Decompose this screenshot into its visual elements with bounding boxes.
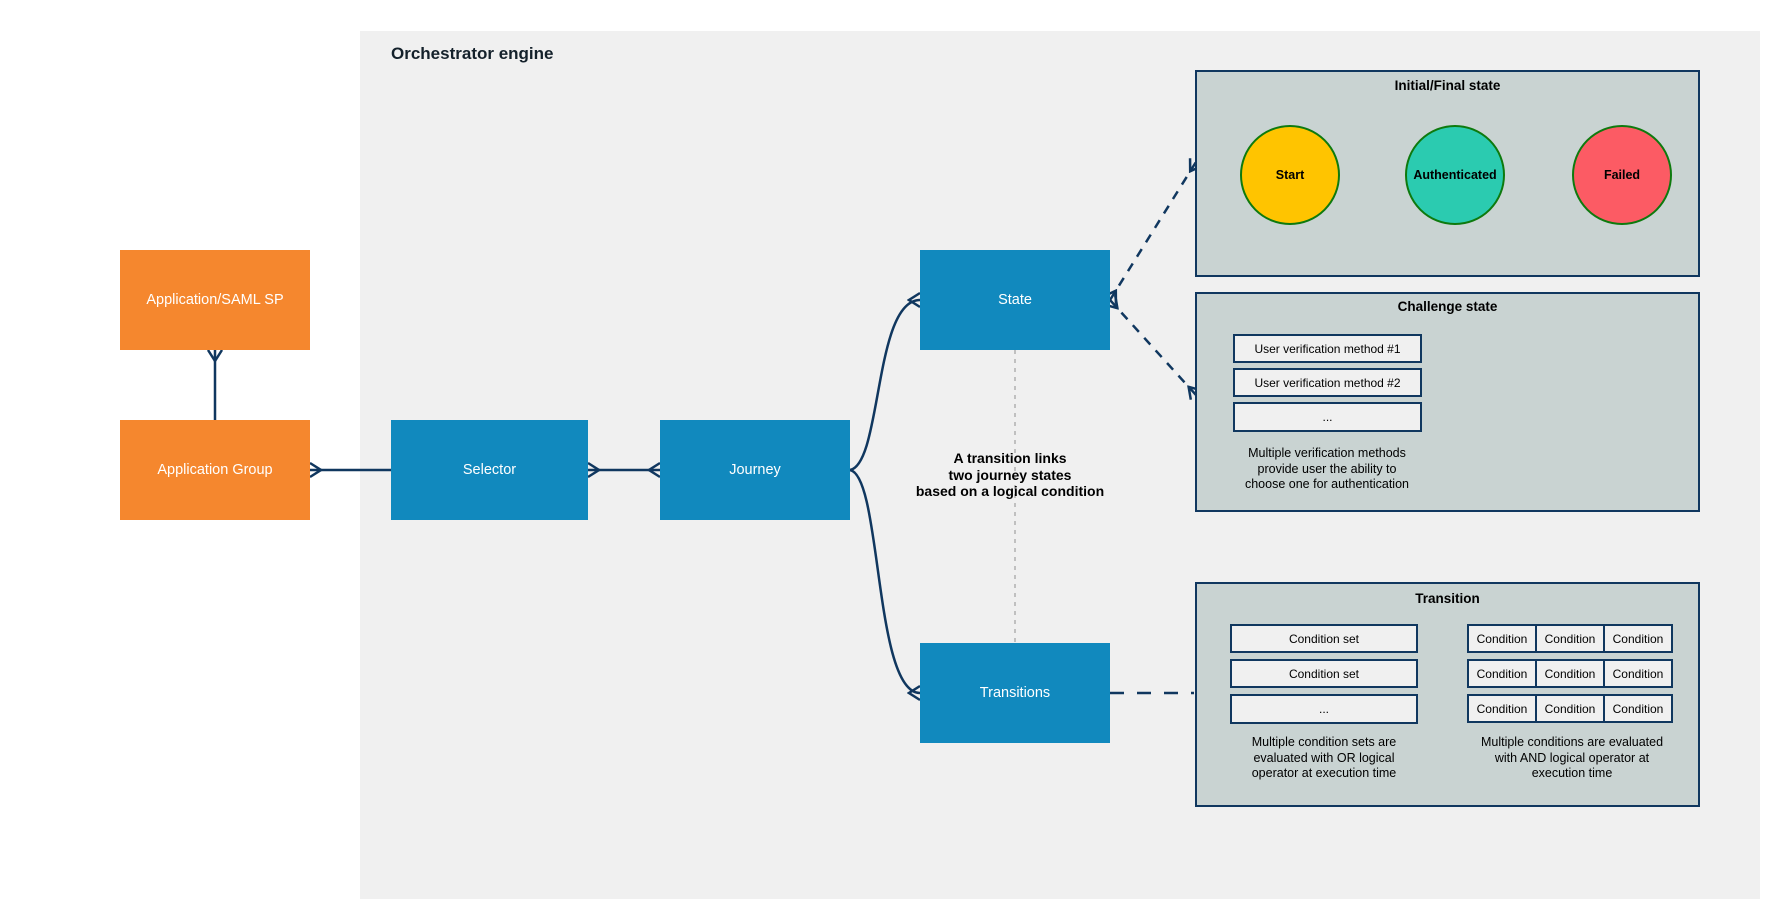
condition-cell: Condition [1535, 624, 1605, 653]
transition-panel-title: Transition [1415, 591, 1480, 606]
and-caption-line: execution time [1531, 766, 1613, 780]
or-caption-line: evaluated with OR logical [1253, 750, 1395, 765]
connector-journey-to-transitions [849, 468, 920, 693]
start-state-circle: Start [1240, 125, 1340, 225]
annotation-line: based on a logical condition [915, 483, 1105, 499]
condition-grid-row: Condition Condition Condition [1467, 624, 1673, 653]
failed-state-circle: Failed [1572, 125, 1672, 225]
annotation-line: A transition links [953, 450, 1067, 466]
and-caption: Multiple conditions are evaluated with A… [1457, 735, 1687, 782]
condition-cell: Condition [1467, 659, 1537, 688]
challenge-state-title: Challenge state [1397, 299, 1498, 314]
condition-cell: Condition [1467, 624, 1537, 653]
journey-node: Journey [660, 420, 850, 520]
or-caption: Multiple condition sets are evaluated wi… [1219, 735, 1429, 782]
connector-journey-to-state [849, 300, 920, 472]
app-saml-sp-node: Application/SAML SP [120, 250, 310, 350]
initial-final-state-title: Initial/Final state [1394, 78, 1501, 93]
condition-cell: Condition [1603, 624, 1673, 653]
condition-cell: Condition [1603, 694, 1673, 723]
challenge-caption-line: choose one for authentication [1244, 477, 1409, 491]
condition-cell: Condition [1467, 694, 1537, 723]
page-title: Orchestrator engine [391, 44, 554, 63]
state-node: State [920, 250, 1110, 350]
condition-set-more-box: ... [1230, 694, 1418, 724]
transitions-node: Transitions [920, 643, 1110, 743]
challenge-caption-line: provide user the ability to [1257, 461, 1397, 476]
or-caption-line: Multiple condition sets are [1251, 735, 1397, 749]
annotation-line: two journey states [948, 466, 1072, 483]
authenticated-state-circle: Authenticated [1405, 125, 1505, 225]
condition-grid-row: Condition Condition Condition [1467, 694, 1673, 723]
connector-state-to-initial-final-panel [1110, 162, 1196, 300]
verification-method-more-box: ... [1233, 402, 1422, 432]
and-caption-line: with AND logical operator at [1494, 750, 1650, 765]
condition-cell: Condition [1603, 659, 1673, 688]
condition-set-box: Condition set [1230, 624, 1418, 653]
condition-cell: Condition [1535, 659, 1605, 688]
selector-node: Selector [391, 420, 588, 520]
challenge-caption: Multiple verification methods provide us… [1222, 446, 1432, 493]
or-caption-line: operator at execution time [1251, 766, 1397, 780]
connector-state-to-challenge-panel [1110, 300, 1196, 395]
condition-set-box: Condition set [1230, 659, 1418, 688]
condition-cell: Condition [1535, 694, 1605, 723]
verification-method-1-box: User verification method #1 [1233, 334, 1422, 363]
transition-annotation: A transition links two journey states ba… [875, 450, 1145, 500]
challenge-caption-line: Multiple verification methods [1248, 446, 1406, 460]
verification-method-2-box: User verification method #2 [1233, 368, 1422, 397]
condition-grid-row: Condition Condition Condition [1467, 659, 1673, 688]
app-group-node: Application Group [120, 420, 310, 520]
and-caption-line: Multiple conditions are evaluated [1480, 735, 1664, 749]
